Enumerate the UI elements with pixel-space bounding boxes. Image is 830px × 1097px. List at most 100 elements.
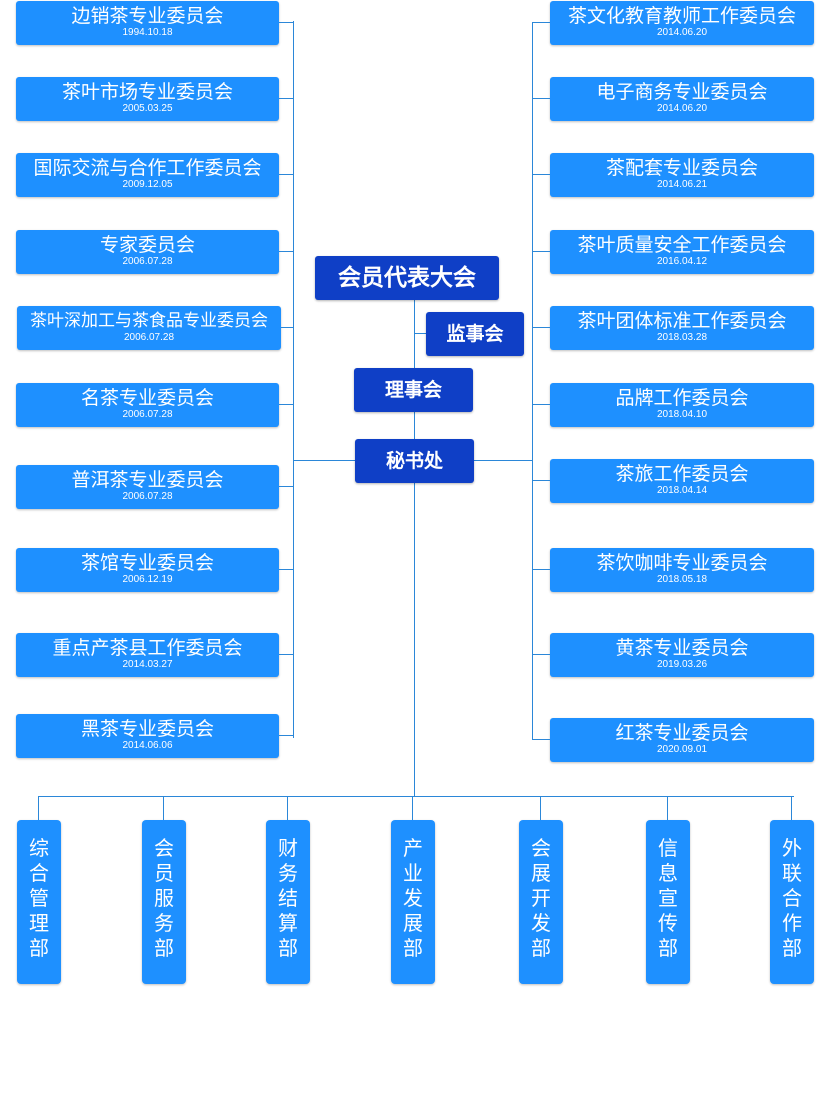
connector-left-vertical <box>293 21 294 738</box>
connector-left-branch <box>279 569 293 570</box>
committee-date: 2006.12.19 <box>122 574 173 585</box>
committee-date: 2018.04.10 <box>656 409 708 420</box>
committee-date: 2020.09.01 <box>656 744 708 755</box>
supervisors-box: 监事会 <box>426 312 524 356</box>
committee-date: 2014.06.20 <box>656 103 708 114</box>
connector-left-horizontal <box>293 460 355 461</box>
committee-date: 2018.03.28 <box>656 332 708 343</box>
department-box: 会员服务部 <box>142 820 186 984</box>
committee-date: 2014.06.20 <box>656 27 708 38</box>
connector-right-branch <box>532 98 550 99</box>
committee-date: 2019.03.26 <box>656 659 708 670</box>
committee-date: 2006.07.28 <box>123 332 175 343</box>
committee-name: 茶配套专业委员会 <box>605 157 758 179</box>
committee-name: 电子商务专业委员会 <box>596 81 768 103</box>
connector-department-branch <box>38 796 39 820</box>
connector-right-branch <box>532 480 550 481</box>
committee-name: 茶叶质量安全工作委员会 <box>577 234 787 256</box>
connector-right-branch <box>532 327 550 328</box>
committee-name: 边销茶专业委员会 <box>71 5 224 27</box>
department-box: 外联合作部 <box>770 820 814 984</box>
committee-date: 2014.06.21 <box>656 179 708 190</box>
connector-supervisors <box>414 333 426 334</box>
connector-right-branch <box>532 404 550 405</box>
committee-name: 红茶专业委员会 <box>615 722 749 744</box>
connector-department-branch <box>667 796 668 820</box>
committee-name: 国际交流与合作工作委员会 <box>33 157 262 179</box>
council-box: 理事会 <box>354 368 473 412</box>
committee-date: 2006.07.28 <box>122 491 173 502</box>
committee-name: 普洱茶专业委员会 <box>71 469 224 491</box>
connector-department-branch <box>412 796 413 820</box>
committee-date: 1994.10.18 <box>122 27 173 38</box>
department-box: 信息宣传部 <box>646 820 690 984</box>
connector-bottom-horizontal <box>38 796 794 797</box>
council-label: 理事会 <box>384 379 442 401</box>
connector-department-branch <box>287 796 288 820</box>
connector-right-branch <box>532 174 550 175</box>
supervisors-label: 监事会 <box>446 323 504 345</box>
committee-date: 2014.03.27 <box>122 659 173 670</box>
connector-left-branch <box>279 654 293 655</box>
committee-name: 茶饮咖啡专业委员会 <box>596 552 768 574</box>
committee-name: 品牌工作委员会 <box>615 387 749 409</box>
department-label: 会展开发部 <box>531 836 551 960</box>
connector-left-branch <box>279 22 293 23</box>
department-box: 产业发展部 <box>391 820 435 984</box>
committee-name: 茶叶市场专业委员会 <box>61 81 233 103</box>
member-assembly-box: 会员代表大会 <box>315 256 499 300</box>
department-box: 财务结算部 <box>266 820 310 984</box>
department-box: 综合管理部 <box>17 820 61 984</box>
department-label: 信息宣传部 <box>658 836 678 960</box>
committee-name: 名茶专业委员会 <box>80 387 214 409</box>
committee-name: 茶旅工作委员会 <box>615 463 749 485</box>
connector-right-branch <box>532 22 550 23</box>
member-assembly-label: 会员代表大会 <box>338 265 476 291</box>
department-label: 外联合作部 <box>782 836 802 960</box>
connector-department-branch <box>163 796 164 820</box>
connector-left-branch <box>279 735 293 736</box>
connector-center-vertical <box>414 299 415 797</box>
connector-right-branch <box>532 569 550 570</box>
connector-left-branch <box>279 174 293 175</box>
connector-right-branch <box>532 251 550 252</box>
connector-right-branch <box>532 739 550 740</box>
committee-date: 2009.12.05 <box>122 179 173 190</box>
committee-date: 2016.04.12 <box>656 256 708 267</box>
connector-left-branch <box>281 327 293 328</box>
committee-name: 专家委员会 <box>99 234 195 256</box>
connector-left-branch <box>279 98 293 99</box>
committee-date: 2018.05.18 <box>656 574 708 585</box>
committee-date: 2006.07.28 <box>122 409 173 420</box>
committee-name: 茶叶团体标准工作委员会 <box>577 310 787 332</box>
committee-date: 2005.03.25 <box>122 103 173 114</box>
committee-name: 黄茶专业委员会 <box>615 637 749 659</box>
committee-date: 2014.06.06 <box>122 740 173 751</box>
committee-name: 茶叶深加工与茶食品专业委员会 <box>30 311 268 331</box>
connector-right-branch <box>532 654 550 655</box>
committee-date: 2018.04.14 <box>656 485 708 496</box>
secretariat-box: 秘书处 <box>355 439 474 483</box>
committee-name: 黑茶专业委员会 <box>80 718 214 740</box>
connector-right-vertical <box>532 22 533 740</box>
